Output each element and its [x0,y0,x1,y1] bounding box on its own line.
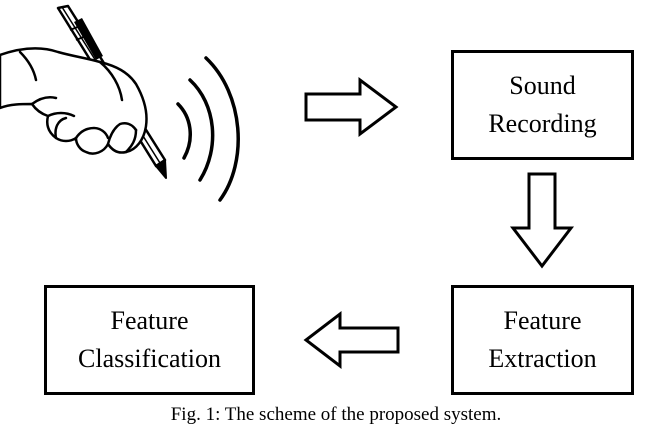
figure-caption: Fig. 1: The scheme of the proposed syste… [170,404,502,425]
feature-classification-box: Feature Classification [44,285,255,395]
feature-extraction-label-line2: Extraction [488,344,597,373]
hand-icon [0,47,148,155]
arrow-left [303,310,400,370]
feature-extraction-label-line1: Feature [503,306,582,335]
sound-recording-label-line2: Recording [488,109,597,138]
feature-classification-label-line1: Feature [110,306,189,335]
arrow-right [304,77,399,137]
arrow-down [509,172,575,269]
feature-extraction-box: Feature Extraction [451,285,634,395]
feature-classification-label-line2: Classification [78,344,221,373]
sound-waves-icon [176,56,240,202]
sound-recording-box: Sound Recording [451,50,634,160]
sound-recording-label-line1: Sound [509,71,576,100]
